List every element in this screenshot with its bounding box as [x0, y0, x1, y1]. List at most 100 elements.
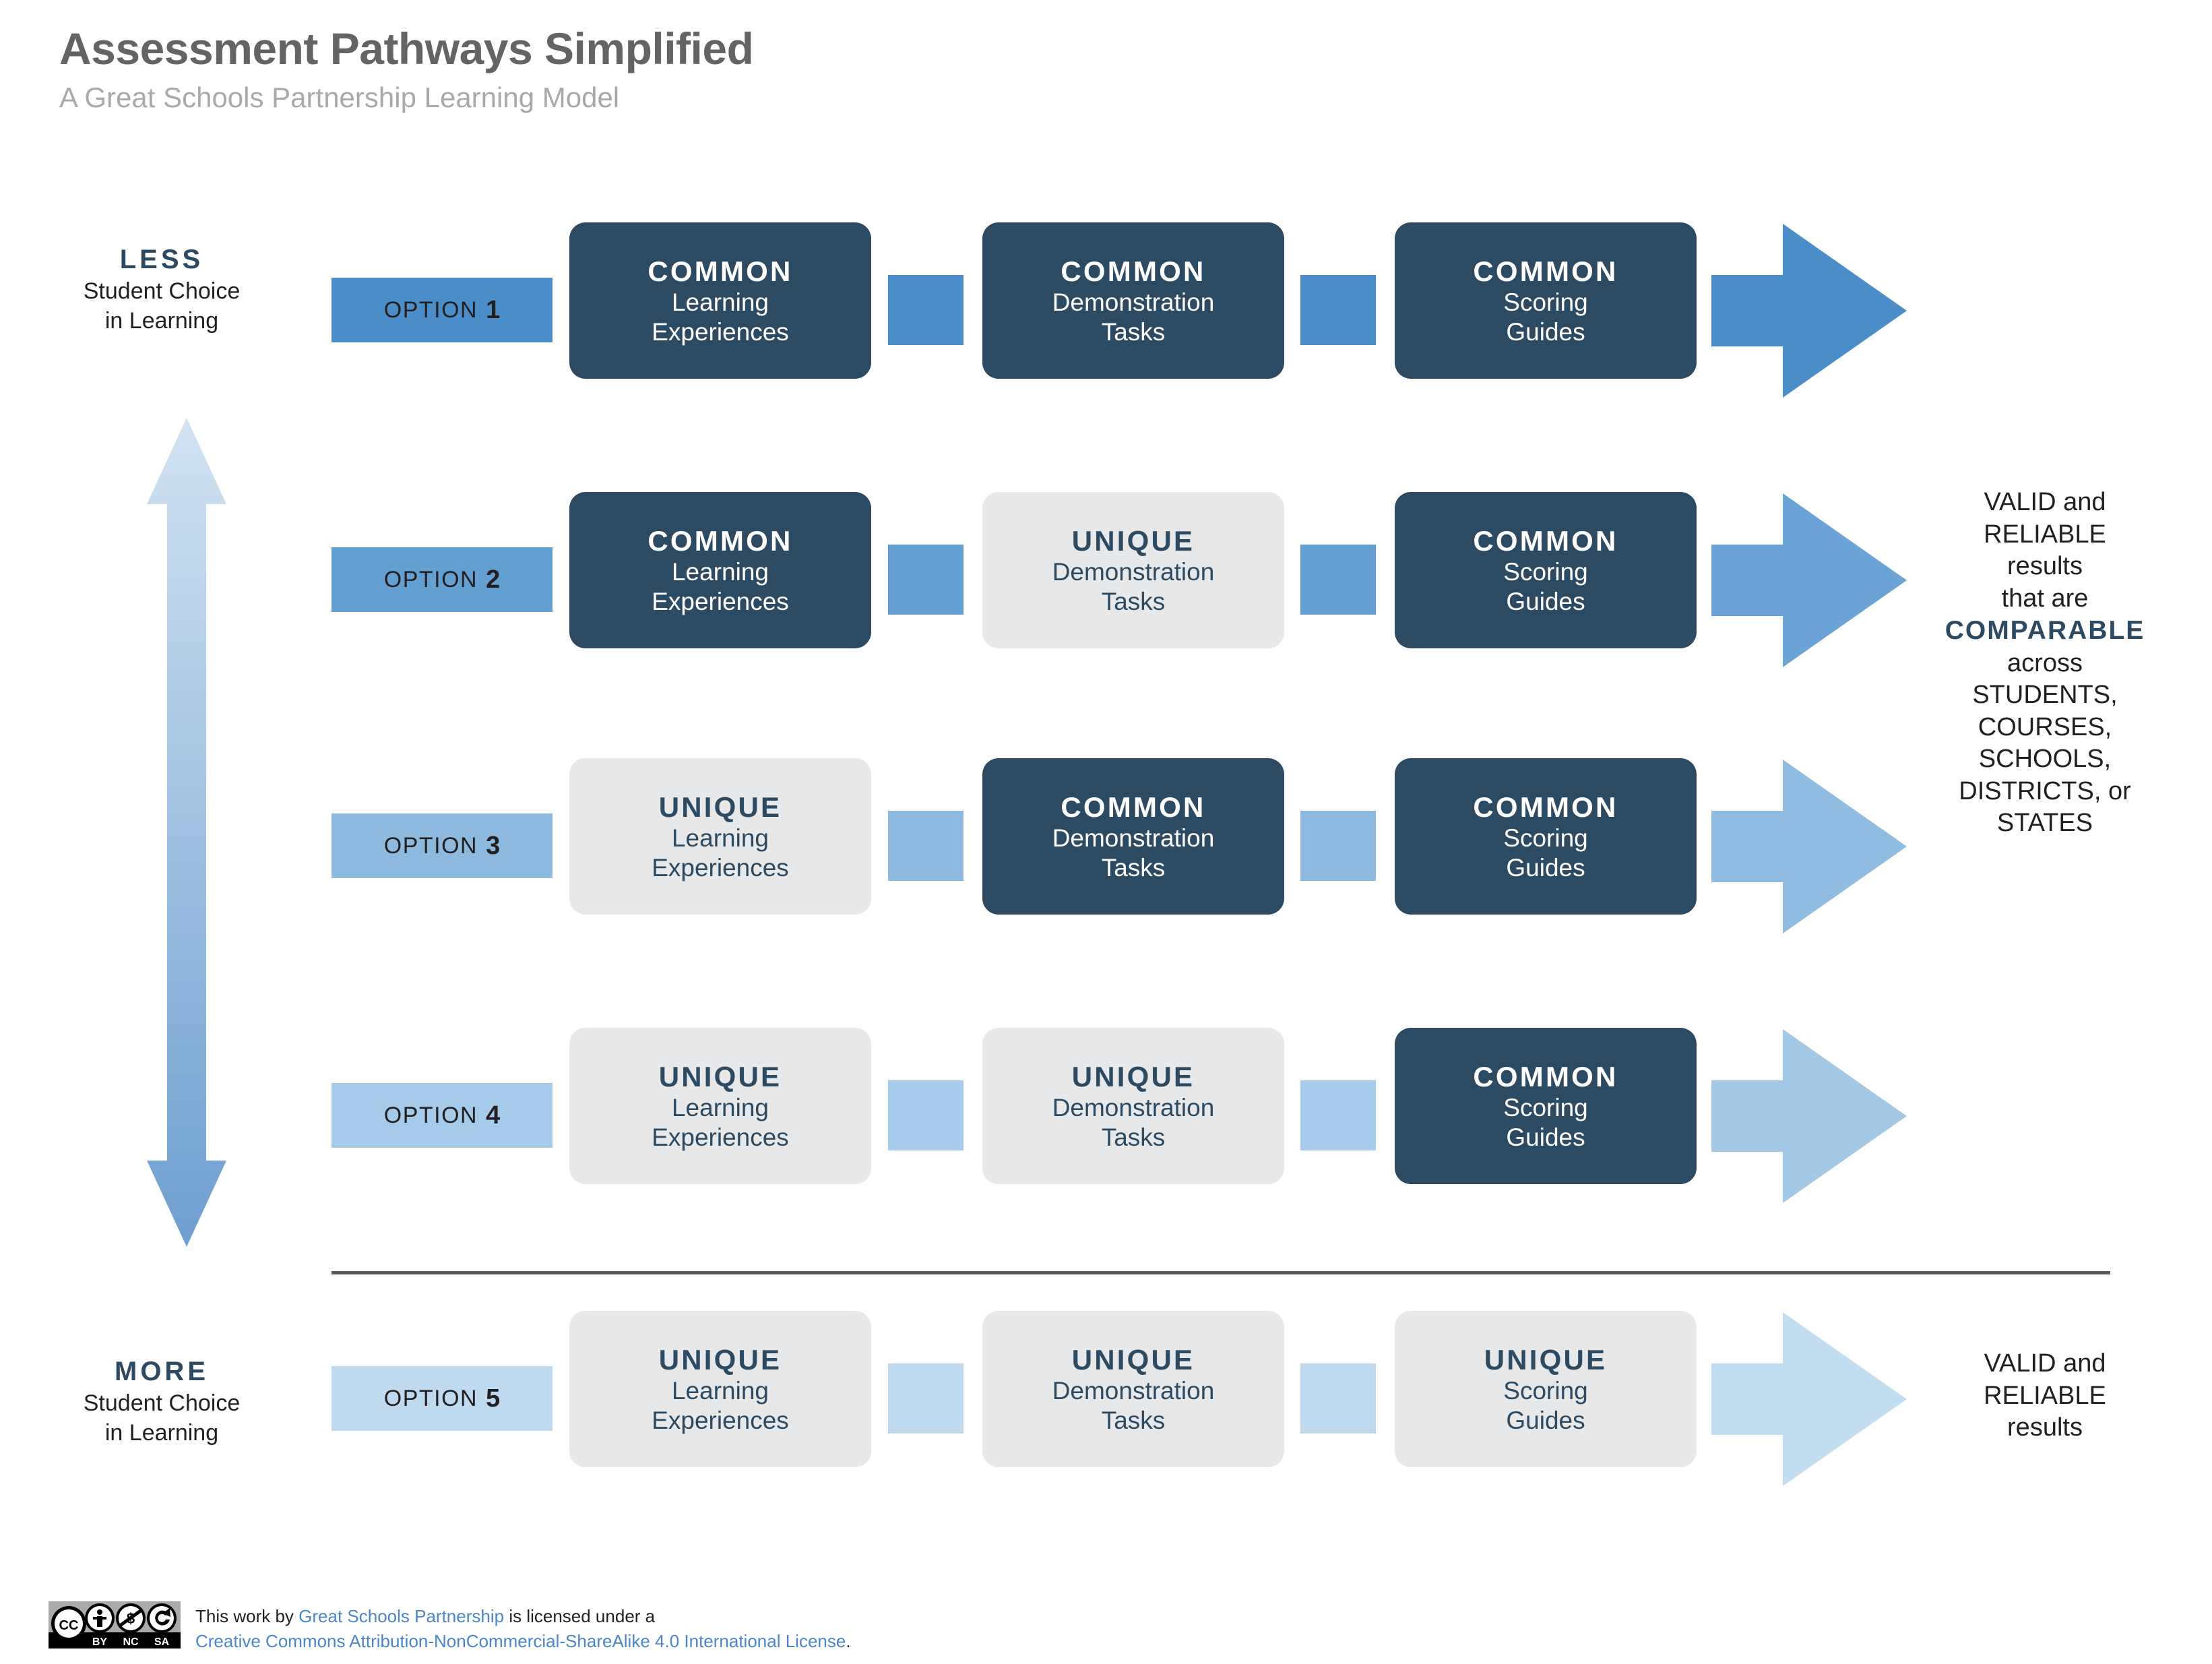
stage-box-1-demonstration-tasks[interactable]: COMMON Demonstration Tasks [982, 222, 1284, 379]
result-simple-text: VALID and RELIABLE results [1887, 1348, 2203, 1444]
result-simple-line-2: RELIABLE [1984, 1381, 2106, 1410]
right-arrow-icon-row-2 [1711, 493, 1907, 667]
stage-what-line2: Experiences [652, 317, 789, 346]
stage-what-line2: Experiences [652, 587, 789, 615]
right-arrow-icon-row-4 [1711, 1029, 1907, 1203]
svg-text:NC: NC [123, 1636, 139, 1648]
stage-what-line1: Learning [671, 1377, 769, 1405]
scale-more-line2: in Learning [104, 1419, 219, 1446]
connector-block-3-0 [888, 811, 963, 881]
stage-box-1-scoring-guides[interactable]: COMMON Scoring Guides [1395, 222, 1697, 379]
result-line-1: VALID and [1984, 488, 2106, 516]
result-line-9: SCHOOLS, [1978, 745, 2112, 774]
stage-what-line2: Experiences [652, 853, 789, 882]
right-arrow-icon-row-3 [1711, 760, 1907, 933]
stage-what-line1: Demonstration [1052, 1377, 1215, 1405]
stage-box-5-scoring-guides[interactable]: UNIQUE Scoring Guides [1395, 1311, 1697, 1467]
option-tag-3-number: 3 [486, 831, 501, 860]
stage-what-line1: Demonstration [1052, 558, 1215, 586]
result-line-4: that are [2001, 584, 2089, 613]
stage-box-3-scoring-guides[interactable]: COMMON Scoring Guides [1395, 758, 1697, 915]
svg-text:BY: BY [92, 1636, 108, 1648]
option-tag-1-number: 1 [486, 295, 501, 324]
page-subtitle: A Great Schools Partnership Learning Mod… [59, 82, 620, 114]
result-comparable-text: VALID and RELIABLE results that are COMP… [1887, 487, 2203, 840]
result-line-3: results [2007, 552, 2083, 580]
stage-kind: COMMON [1473, 255, 1618, 287]
stage-kind: COMMON [1473, 791, 1618, 823]
result-line-comparable: COMPARABLE [1945, 616, 2145, 645]
stage-box-4-learning-experiences[interactable]: UNIQUE Learning Experiences [569, 1028, 871, 1184]
option-tag-2[interactable]: OPTION 2 [331, 547, 552, 612]
page-title: Assessment Pathways Simplified [59, 24, 754, 73]
stage-kind: COMMON [1061, 791, 1206, 823]
stage-kind: UNIQUE [1071, 1343, 1195, 1376]
stage-box-1-learning-experiences[interactable]: COMMON Learning Experiences [569, 222, 871, 379]
pathway-row-option-1: OPTION 1 COMMON Learning Experiences COM… [0, 222, 2212, 398]
stage-what-line1: Demonstration [1052, 1094, 1215, 1122]
connector-block-3-1 [1300, 811, 1376, 881]
stage-what-line1: Learning [671, 824, 769, 853]
stage-box-3-demonstration-tasks[interactable]: COMMON Demonstration Tasks [982, 758, 1284, 915]
option-tag-3[interactable]: OPTION 3 [331, 813, 552, 878]
stage-what-line2: Guides [1506, 1406, 1585, 1434]
stage-what-line2: Tasks [1101, 1123, 1166, 1151]
stage-box-2-learning-experiences[interactable]: COMMON Learning Experiences [569, 492, 871, 648]
stage-kind: UNIQUE [1484, 1343, 1608, 1376]
option-tag-4[interactable]: OPTION 4 [331, 1083, 552, 1148]
svg-text:SA: SA [154, 1636, 170, 1648]
result-simple-line-3: results [2007, 1413, 2083, 1442]
scale-label-less: LESS Student Choice in Learning [20, 243, 303, 336]
connector-block-4-1 [1300, 1080, 1376, 1150]
license-pre: This work by [195, 1606, 299, 1626]
stage-box-3-learning-experiences[interactable]: UNIQUE Learning Experiences [569, 758, 871, 915]
license-line-2: Creative Commons Attribution-NonCommerci… [195, 1629, 851, 1654]
license-post: is licensed under a [504, 1606, 656, 1626]
stage-box-4-scoring-guides[interactable]: COMMON Scoring Guides [1395, 1028, 1697, 1184]
option-tag-4-label: OPTION [383, 1102, 478, 1128]
option-tag-1[interactable]: OPTION 1 [331, 278, 552, 342]
stage-what-line2: Guides [1506, 587, 1585, 615]
stage-what-line1: Learning [671, 558, 769, 586]
result-line-8: COURSES, [1978, 712, 2112, 741]
creative-commons-by-nc-sa-badge-icon[interactable]: CC BY $ NC SA [49, 1601, 181, 1648]
stage-what-line1: Learning [671, 288, 769, 317]
stage-kind: COMMON [647, 255, 793, 287]
stage-what-line1: Scoring [1503, 1377, 1588, 1405]
option-tag-1-label: OPTION [383, 297, 478, 323]
option-tag-5-label: OPTION [383, 1385, 478, 1411]
stage-box-2-scoring-guides[interactable]: COMMON Scoring Guides [1395, 492, 1697, 648]
stage-what-line2: Tasks [1101, 587, 1166, 615]
connector-block-1-0 [888, 275, 963, 345]
stage-what-line1: Learning [671, 1094, 769, 1122]
cc-license-link[interactable]: Creative Commons Attribution-NonCommerci… [195, 1630, 846, 1651]
option-tag-5[interactable]: OPTION 5 [331, 1366, 552, 1431]
option-tag-3-label: OPTION [383, 832, 478, 859]
result-line-6: across [2007, 648, 2083, 677]
stage-what-line2: Guides [1506, 1123, 1585, 1151]
result-line-11: STATES [1996, 809, 2093, 838]
stage-box-5-demonstration-tasks[interactable]: UNIQUE Demonstration Tasks [982, 1311, 1284, 1467]
result-simple-line-1: VALID and [1984, 1349, 2106, 1378]
stage-what-line1: Scoring [1503, 558, 1588, 586]
license-period: . [846, 1630, 851, 1651]
scale-more-line1: Student Choice [83, 1390, 241, 1417]
license-line-1: This work by Great Schools Partnership i… [195, 1604, 851, 1629]
license-footer: CC BY $ NC SA This work by Great Schools… [49, 1601, 851, 1654]
great-schools-partnership-link[interactable]: Great Schools Partnership [298, 1606, 505, 1626]
right-arrow-icon-row-5 [1711, 1312, 1907, 1486]
scale-less-word: LESS [119, 245, 204, 274]
stage-box-5-learning-experiences[interactable]: UNIQUE Learning Experiences [569, 1311, 871, 1467]
right-arrow-icon-row-1 [1711, 224, 1907, 398]
stage-what-line2: Tasks [1101, 1406, 1166, 1434]
stage-what-line1: Scoring [1503, 824, 1588, 853]
stage-kind: UNIQUE [1071, 524, 1195, 557]
pathway-row-option-4: OPTION 4 UNIQUE Learning Experiences UNI… [0, 1028, 2212, 1203]
stage-what-line2: Tasks [1101, 853, 1166, 882]
pathway-row-option-2: OPTION 2 COMMON Learning Experiences UNI… [0, 492, 2212, 667]
connector-block-2-0 [888, 545, 963, 615]
stage-box-4-demonstration-tasks[interactable]: UNIQUE Demonstration Tasks [982, 1028, 1284, 1184]
stage-box-2-demonstration-tasks[interactable]: UNIQUE Demonstration Tasks [982, 492, 1284, 648]
option-tag-2-label: OPTION [383, 566, 478, 592]
option-tag-5-number: 5 [486, 1384, 501, 1413]
